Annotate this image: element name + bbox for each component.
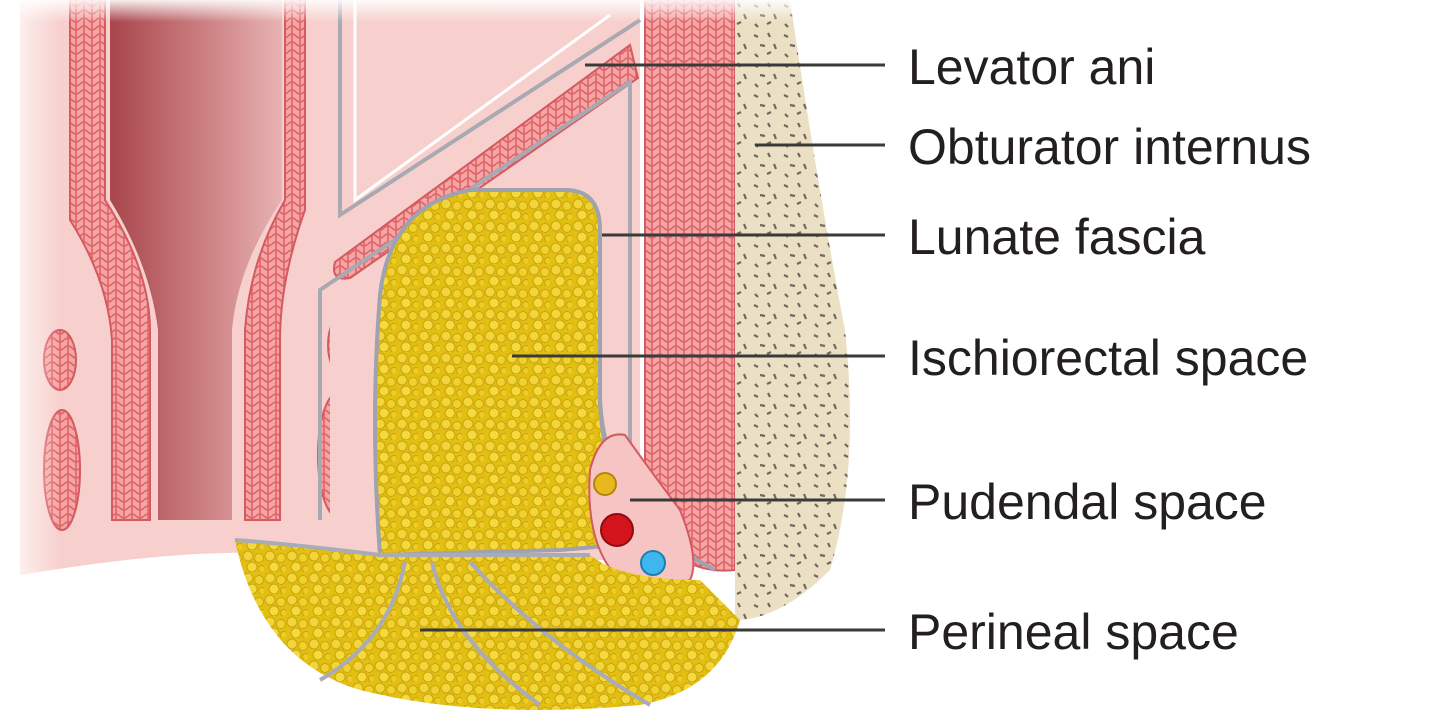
ischium-bone [735,0,850,620]
pudendal-vein [641,551,665,575]
label-lunate-fascia: Lunate fascia [908,209,1206,265]
label-ischiorectal-space: Ischiorectal space [908,330,1308,386]
rectal-wall [20,0,362,575]
label-perineal-space: Perineal space [908,604,1239,660]
labels: Levator ani Obturator internus Lunate fa… [908,39,1311,660]
label-obturator-internus: Obturator internus [908,119,1311,175]
left-fade [0,0,60,728]
label-pudendal-space: Pudendal space [908,474,1267,530]
top-fade [0,0,900,22]
pudendal-artery [601,514,633,546]
pudendal-nerve [594,473,616,495]
label-levator-ani: Levator ani [908,39,1155,95]
